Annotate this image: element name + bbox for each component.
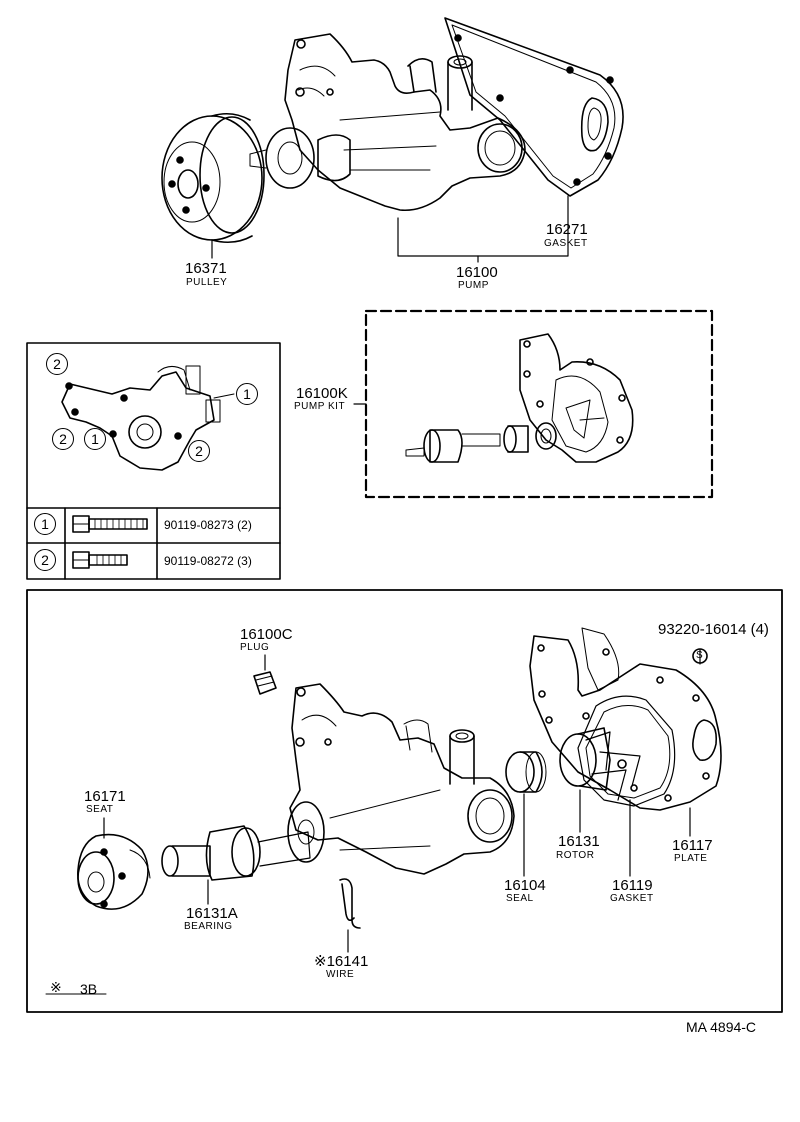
bolt-row-2-ref: 2 [34, 549, 56, 571]
lower-leader-lines [45, 649, 701, 995]
note-text: 3B [80, 981, 98, 997]
part-number-16117: 16117 [672, 837, 713, 854]
exploded-view-box [26, 589, 783, 1013]
gasket-16271-drawing [444, 17, 624, 197]
pump-16100-drawing [249, 33, 526, 212]
s-symbol [692, 648, 708, 664]
part-number-16100c: 16100C [240, 626, 293, 643]
seal-16104-drawing [505, 751, 547, 793]
part-name-gasket-lower: GASKET [610, 893, 654, 904]
part-number-16371: 16371 [185, 260, 227, 277]
gasket-16119-drawing [577, 695, 676, 807]
part-name-seal: SEAL [506, 893, 534, 904]
pulley-16371-drawing [161, 112, 265, 244]
part-number-16271: 16271 [546, 221, 588, 238]
callout-2: 2 [52, 428, 74, 450]
pump-kit-box [353, 309, 714, 499]
bolt-row-1-part-number: 90119-08273 (2) [164, 518, 252, 532]
callout-2: 2 [46, 353, 68, 375]
part-number-16119: 16119 [612, 877, 653, 894]
callout-1: 1 [236, 383, 258, 405]
part-name-plate: PLATE [674, 853, 708, 864]
bolt-row-2-part-number: 90119-08272 (3) [164, 554, 252, 568]
part-number-16131a: 16131A [186, 905, 238, 922]
part-name-plug: PLUG [240, 642, 270, 653]
part-number-93220: 93220-16014 (4) [658, 621, 769, 638]
part-number-16131: 16131 [558, 833, 600, 850]
note-symbol: ※ [50, 979, 62, 995]
part-name-rotor: ROTOR [556, 850, 595, 861]
callout-2: 2 [188, 440, 210, 462]
part-number-16104: 16104 [504, 877, 546, 894]
bearing-16131a-drawing [161, 825, 311, 881]
part-name-pulley: PULLEY [186, 277, 228, 288]
wire-16141-drawing [339, 878, 361, 929]
part-number-16171: 16171 [84, 788, 126, 805]
part-name-seat: SEAT [86, 804, 114, 815]
bolt-inset-box [26, 342, 281, 580]
part-name-wire: WIRE [326, 969, 355, 980]
s-symbol-letter: S [696, 650, 704, 661]
pump-body-drawing [287, 683, 515, 875]
top-leader-lines [211, 195, 569, 263]
part-name-pump: PUMP [458, 280, 489, 291]
bolt-row-1-ref: 1 [34, 513, 56, 535]
diagram-id: MA 4894-C [686, 1019, 757, 1035]
part-number-16100: 16100 [456, 264, 498, 281]
plate-16117-drawing [529, 627, 722, 811]
part-name-gasket-top: GASKET [544, 238, 588, 249]
seat-16171-drawing [77, 833, 151, 910]
part-name-pump-kit: PUMP KIT [294, 401, 346, 412]
plug-16100c-drawing [253, 671, 277, 695]
part-number-16141: ※16141 [314, 953, 369, 970]
part-number-16100k: 16100K [296, 385, 348, 402]
callout-1: 1 [84, 428, 106, 450]
part-name-bearing: BEARING [184, 921, 233, 932]
rotor-16131-drawing [559, 727, 641, 801]
